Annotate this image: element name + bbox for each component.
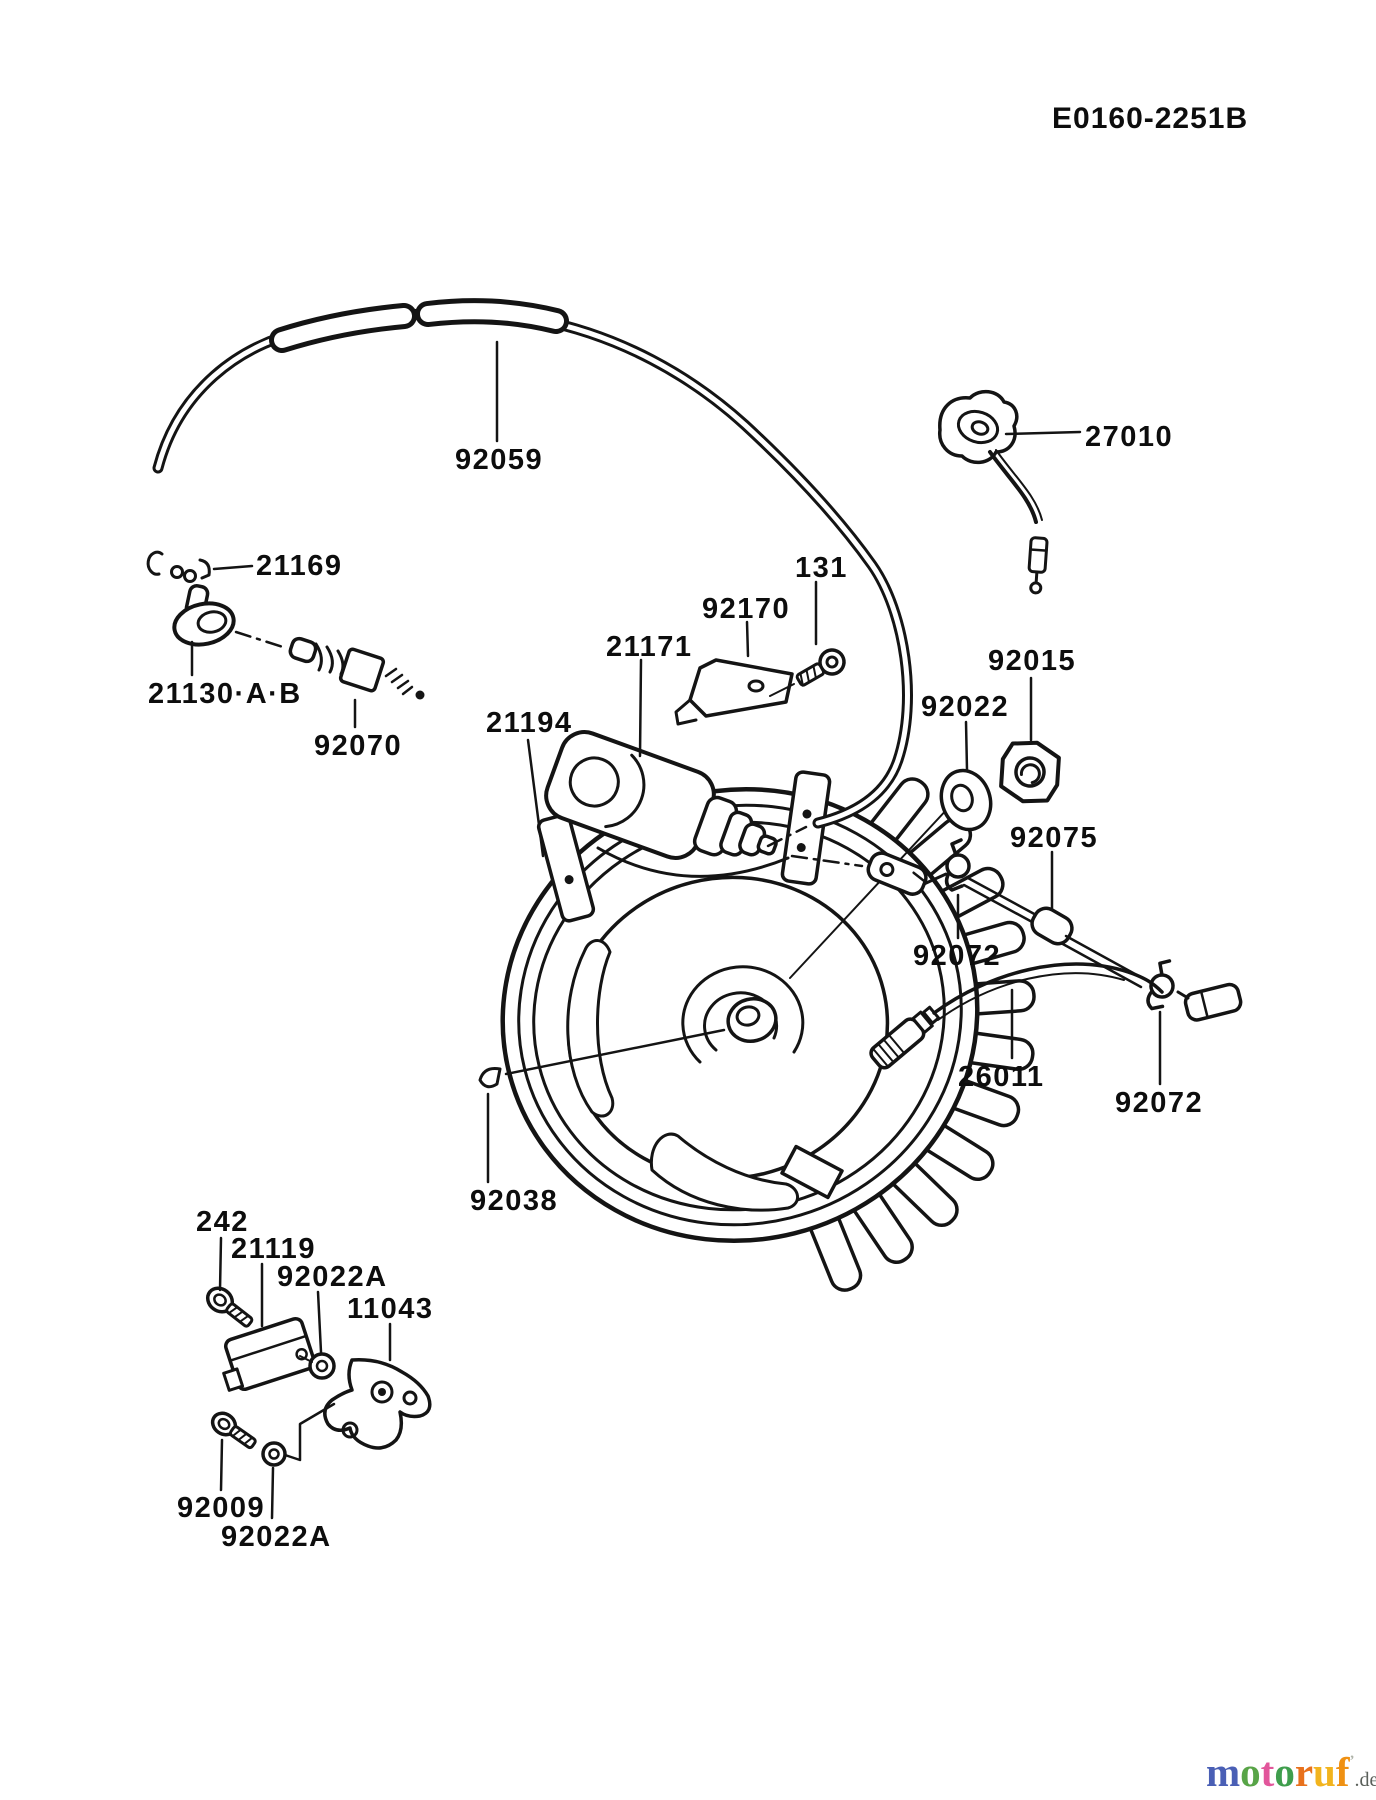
- part-label-igniter: 21119: [231, 1233, 316, 1265]
- part-label-washer-a2: 92022A: [221, 1521, 332, 1553]
- part-label-coil: 21171: [606, 631, 693, 663]
- wm-letter: f: [1335, 1749, 1350, 1795]
- part-label-screw-92009: 92009: [177, 1492, 266, 1524]
- diagram-code: E0160-2251B: [1052, 102, 1249, 135]
- wm-letter: m: [1206, 1749, 1241, 1795]
- part-label-nut: 92015: [988, 645, 1077, 677]
- part-label-washer-a1: 92022A: [277, 1261, 388, 1293]
- part-label-lead-wire: 26011: [958, 1061, 1045, 1093]
- part-label-washer: 92022: [921, 691, 1010, 723]
- part-label-clip: 21169: [256, 550, 343, 582]
- wm-letter: t: [1260, 1749, 1275, 1795]
- part-label-screw-131: 131: [795, 552, 848, 584]
- part-label-cable: 92059: [455, 444, 544, 476]
- wm-letter: r: [1294, 1749, 1314, 1795]
- motoruf-watermark: m o t o r u f ’ .de: [1206, 1752, 1376, 1793]
- part-label-key: 92038: [470, 1185, 559, 1217]
- wm-trademark-tick: ’: [1349, 1753, 1355, 1769]
- wm-suffix: .de: [1354, 1769, 1376, 1791]
- part-label-switch: 27010: [1085, 421, 1174, 453]
- part-label-bracket: 11043: [347, 1293, 434, 1325]
- wm-letter: o: [1240, 1749, 1261, 1795]
- part-label-plate: 92170: [702, 593, 791, 625]
- part-label-plug-cap: 21130·A·B: [148, 678, 302, 710]
- part-label-screw-242: 242: [196, 1206, 249, 1238]
- part-label-spark-plug: 92070: [314, 730, 403, 762]
- part-label-clamp-a: 92072: [913, 940, 1002, 972]
- part-label-grommet: 92075: [1010, 822, 1099, 854]
- wm-letter: o: [1274, 1749, 1295, 1795]
- wm-letter: u: [1313, 1749, 1336, 1795]
- part-label-clamp-b: 92072: [1115, 1087, 1204, 1119]
- part-label-flywheel: 21194: [486, 707, 573, 739]
